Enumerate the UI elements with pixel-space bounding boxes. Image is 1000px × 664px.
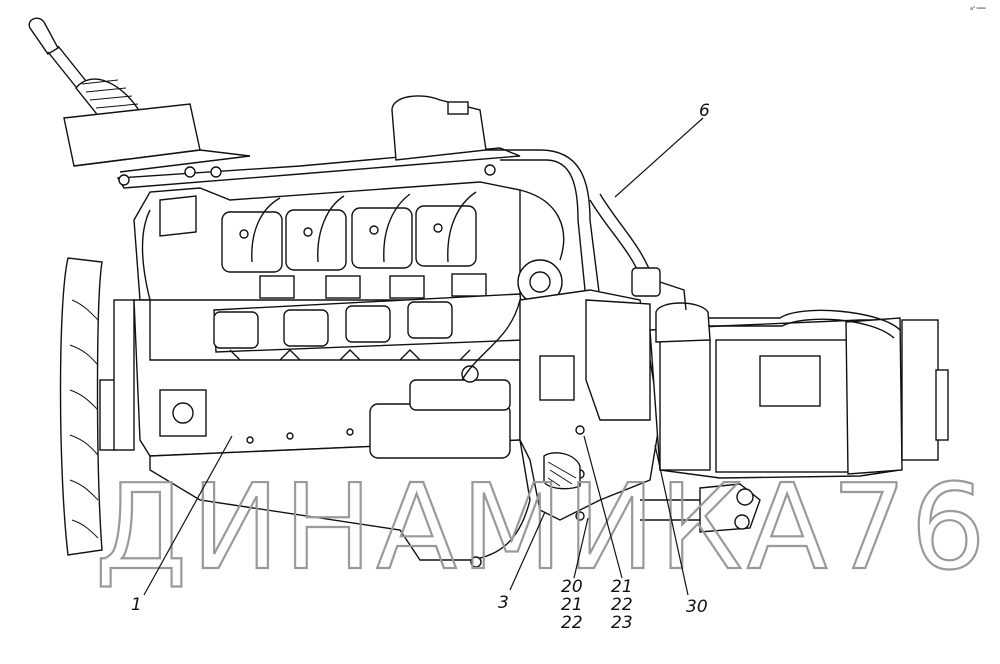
coolant-tank-drawing <box>391 95 601 301</box>
watermark: ДИНАМИКА76 <box>95 458 990 596</box>
callout-3: 3 <box>498 593 509 613</box>
exhaust-manifold-drawing <box>213 259 563 381</box>
callout-group-b-2: 22 <box>611 595 633 615</box>
leader-21-22-23 <box>583 435 623 579</box>
pipe-drawing <box>589 193 687 311</box>
gearbox-drawing <box>640 302 949 533</box>
leader-20-21-22 <box>573 517 589 579</box>
callout-group-a-2: 21 <box>561 595 583 615</box>
engine-top-drawing <box>133 181 521 301</box>
leader-lines <box>143 117 704 596</box>
starter-drawing <box>369 299 521 459</box>
callout-1: 1 <box>131 595 142 615</box>
leader-3 <box>509 511 546 591</box>
fan-drawing <box>59 257 135 556</box>
leader-6 <box>614 117 704 198</box>
callout-6: 6 <box>699 101 710 121</box>
clutch-housing-drawing <box>519 289 661 521</box>
callout-group-b-1: 21 <box>611 577 633 597</box>
corner-mark: а⁰ ═══ <box>970 6 987 12</box>
leader-1 <box>143 435 233 596</box>
callout-group-b-3: 23 <box>611 613 633 633</box>
callout-30: 30 <box>686 597 708 617</box>
leader-30 <box>654 444 689 596</box>
callout-group-a-3: 22 <box>561 613 583 633</box>
callout-group-a-1: 20 <box>561 577 583 597</box>
gear-lever-drawing <box>28 17 521 189</box>
